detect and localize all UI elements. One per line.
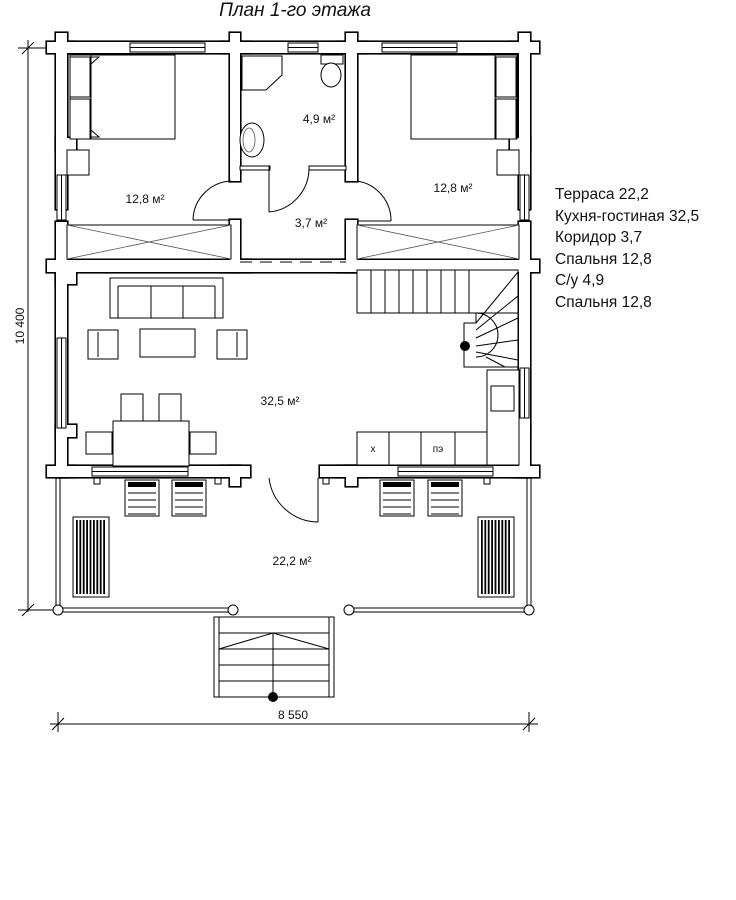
legend-item: Терраса 22,2 (555, 186, 649, 203)
legend-item: Спальня 12,8 (555, 250, 652, 268)
room-area-living-kitchen: 32,5 м² (261, 394, 300, 408)
area-legend: Терраса 22,2 Кухня-гостиная 32,5 Коридор… (555, 184, 699, 313)
post (52, 604, 64, 616)
entrance-stairs (213, 616, 335, 702)
legend-item: Спальня 12,8 (555, 293, 652, 311)
room-area-bedroom-left: 12,8 м² (126, 192, 165, 206)
bathroom-fixtures (239, 54, 344, 158)
legend-item: С/у 4,9 (555, 272, 605, 289)
terrace-furniture (72, 479, 515, 598)
stove-label: пэ (433, 444, 444, 455)
width-label: 8 550 (278, 708, 308, 722)
post (343, 604, 355, 616)
room-area-bathroom: 4,9 м² (303, 112, 335, 126)
post (227, 604, 239, 616)
room-area-terrace: 22,2 м² (273, 554, 312, 568)
kitchen-units: х пэ (356, 369, 520, 466)
legend-item: Кухня-гостиная 32,5 (555, 207, 700, 225)
dining-set (85, 393, 217, 467)
fridge-label: х (371, 444, 376, 455)
bed-right (410, 54, 520, 176)
armchairs-and-table (87, 328, 248, 360)
post (523, 604, 535, 616)
height-dimension: 10 400 (13, 40, 54, 617)
width-dimension: 8 550 (50, 708, 538, 732)
height-label: 10 400 (13, 307, 27, 344)
interior-stairs (356, 269, 519, 368)
room-area-bedroom-right: 12,8 м² (434, 181, 473, 195)
doors (192, 165, 392, 523)
sofa (109, 277, 224, 319)
wardrobes (66, 224, 520, 260)
windows (56, 42, 530, 477)
bed-left (66, 54, 176, 176)
legend-item: Коридор 3,7 (555, 229, 643, 246)
room-area-corridor: 3,7 м² (295, 216, 327, 230)
plan-title: План 1-го этажа (219, 0, 371, 21)
